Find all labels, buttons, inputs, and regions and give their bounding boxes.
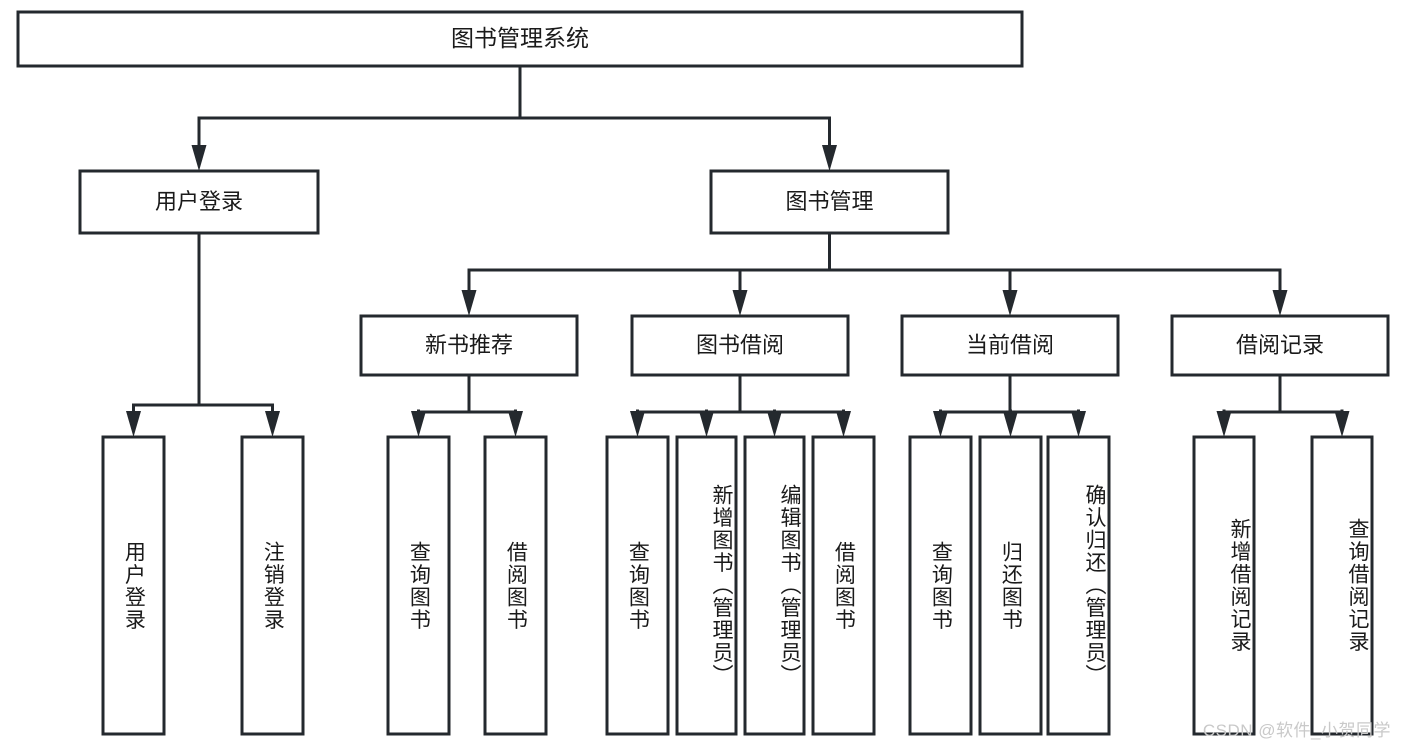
arrow-head-icon (630, 411, 645, 437)
node-level3-0[interactable]: 新书推荐 (359, 314, 579, 377)
node-leaf-10-rect[interactable] (1046, 435, 1111, 736)
node-root-label: 图书管理系统 (451, 25, 589, 51)
node-leaf-4[interactable] (605, 435, 670, 736)
node-level3-0-rect[interactable] (359, 314, 579, 377)
node-leaf-3-rect[interactable] (483, 435, 548, 736)
node-leaf-8[interactable] (908, 435, 973, 736)
arrow-head-icon (1216, 411, 1232, 437)
node-level3-1-label: 图书借阅 (696, 332, 784, 357)
node-leaf-10[interactable] (1046, 435, 1111, 736)
arrow-head-icon (732, 290, 748, 316)
node-level3-3[interactable]: 借阅记录 (1170, 314, 1390, 377)
node-root-rect[interactable] (16, 10, 1024, 68)
node-level3-3-label: 借阅记录 (1236, 332, 1324, 357)
node-leaf-7[interactable] (811, 435, 876, 736)
arrow-head-icon (767, 411, 782, 437)
node-level3-1-rect[interactable] (630, 314, 850, 377)
node-level2-1-label: 图书管理 (785, 189, 873, 214)
node-leaf-5[interactable] (675, 435, 738, 736)
node-leaf-11-rect[interactable] (1192, 435, 1256, 736)
node-level3-2[interactable]: 当前借阅 (900, 314, 1120, 377)
node-level3-1[interactable]: 图书借阅 (630, 314, 850, 377)
node-leaf-8-rect[interactable] (908, 435, 973, 736)
node-leaf-12-rect[interactable] (1310, 435, 1374, 736)
arrow-head-icon (822, 145, 837, 171)
node-level3-2-rect[interactable] (900, 314, 1120, 377)
node-level3-2-label: 当前借阅 (966, 332, 1054, 357)
arrow-head-icon (265, 411, 280, 437)
connector-layer (126, 64, 1350, 437)
node-leaf-11[interactable] (1192, 435, 1256, 736)
node-leaf-3[interactable] (483, 435, 548, 736)
node-leaf-6[interactable] (743, 435, 806, 736)
arrow-head-icon (126, 411, 141, 437)
node-leaf-9-rect[interactable] (978, 435, 1043, 736)
node-leaf-2[interactable] (386, 435, 451, 736)
node-leaf-7-rect[interactable] (811, 435, 876, 736)
node-leaf-4-rect[interactable] (605, 435, 670, 736)
node-leaf-1[interactable] (240, 435, 305, 736)
node-level3-3-rect[interactable] (1170, 314, 1390, 377)
node-level3-0-label: 新书推荐 (425, 332, 513, 357)
node-leaf-0-rect[interactable] (101, 435, 166, 736)
arrow-head-icon (1334, 411, 1350, 437)
arrow-head-icon (933, 411, 948, 437)
node-root[interactable]: 图书管理系统 (16, 10, 1024, 68)
arrow-head-icon (1272, 290, 1288, 316)
node-level2-1-rect[interactable] (709, 169, 950, 235)
arrow-head-icon (699, 411, 714, 437)
node-leaf-5-rect[interactable] (675, 435, 738, 736)
node-leaf-9[interactable] (978, 435, 1043, 736)
node-level2-0[interactable]: 用户登录 (78, 169, 320, 235)
node-level2-0-rect[interactable] (78, 169, 320, 235)
arrow-head-icon (461, 290, 477, 316)
node-leaf-12[interactable] (1310, 435, 1374, 736)
node-leaf-6-rect[interactable] (743, 435, 806, 736)
node-leaf-2-rect[interactable] (386, 435, 451, 736)
arrow-head-icon (1002, 290, 1018, 316)
node-level2-0-label: 用户登录 (155, 189, 243, 214)
arrow-head-icon (836, 411, 851, 437)
arrow-head-icon (411, 411, 426, 437)
arrow-head-icon (191, 145, 207, 171)
node-leaf-0[interactable] (101, 435, 166, 736)
arrow-head-icon (1071, 411, 1086, 437)
node-level2-1[interactable]: 图书管理 (709, 169, 950, 235)
arrow-head-icon (1003, 411, 1018, 437)
arrow-head-icon (508, 411, 523, 437)
node-leaf-1-rect[interactable] (240, 435, 305, 736)
csdn-watermark: CSDN @软件_小贺同学 (1202, 721, 1391, 740)
